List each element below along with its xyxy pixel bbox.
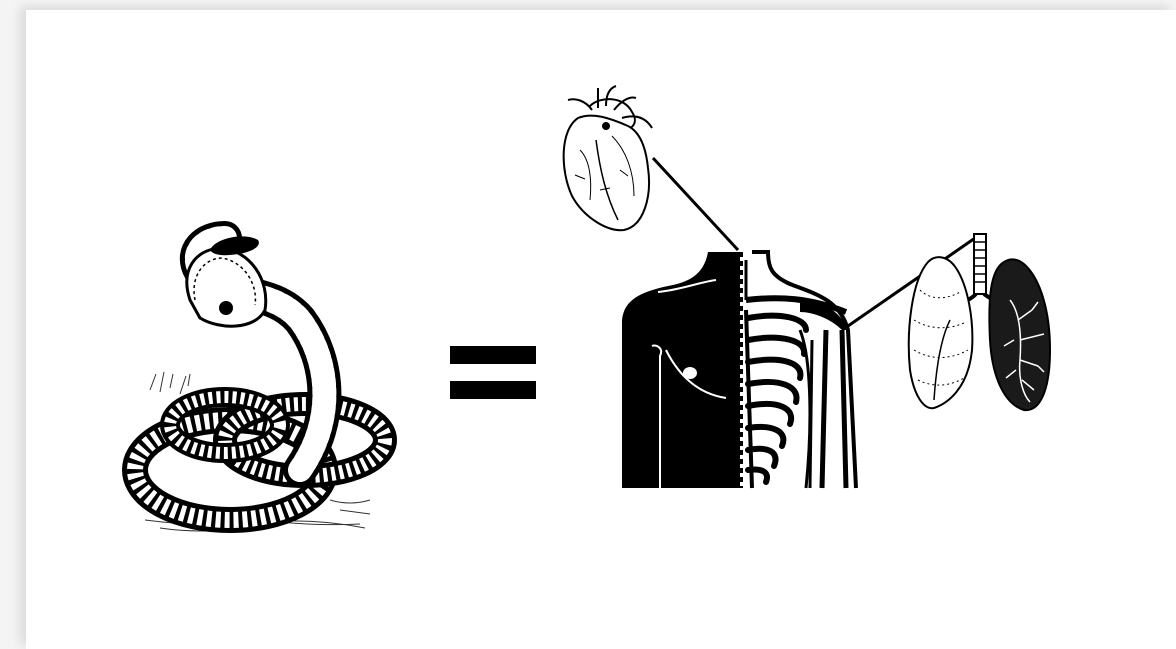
heart-icon xyxy=(564,86,652,230)
equals-sign-icon xyxy=(450,346,536,399)
torso-icon xyxy=(622,252,856,488)
cobra-icon xyxy=(135,236,385,531)
lungs-icon xyxy=(909,234,1050,410)
